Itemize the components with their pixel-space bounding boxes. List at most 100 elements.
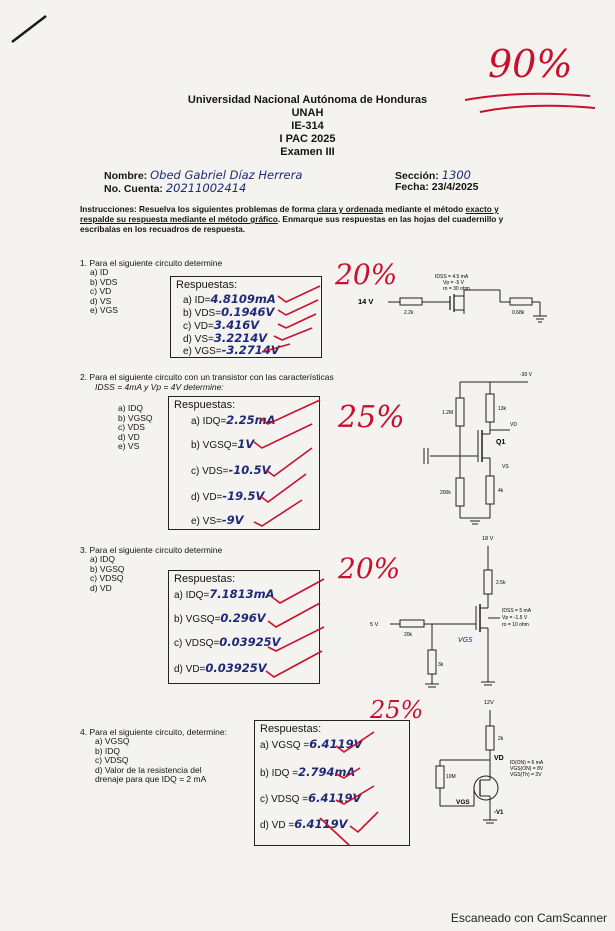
instructions-suffix: . Enmarque sus respuestas en las hojas d… [80,214,504,234]
answer-label: b) VGSQ= [191,440,238,451]
answer-value: 1V [237,437,255,451]
circuit-3: 18 V 5 V 20k 2.5k 3k IDSS = 5 mA Vp = -1… [370,536,532,688]
circuit-3-rg: 20k [404,632,413,638]
answer-label: b) VDS= [183,308,222,319]
circuit-4-vd: VD [494,755,504,762]
name-value: Obed Gabriel Díaz Herrera [150,168,303,182]
answer-value: -9V [221,513,244,527]
circuit-3-vin: 5 V [370,622,379,628]
period: I PAC 2025 [279,133,336,145]
check-marks-4 [319,731,379,847]
answer-label: a) VGSQ = [260,740,310,751]
instructions-prefix: Instrucciones: Resuelva los siguientes p… [80,204,317,214]
answer-3b: b) VGSQ=0.296V [174,611,266,625]
circuit-4-spec: VGS(Th) = 3V [510,772,542,778]
answer-box-2: Respuestas: a) IDQ=2.25mA b) VGSQ=1V c) … [168,396,320,530]
question-4-items: a) VGSQ b) IDQ c) VDSQ d) Valor de la re… [95,736,207,785]
question-4-text: 4. Para el siguiente circuito, determine… [80,727,227,737]
circuit-1-spec: IDSS = 4.5 mA [435,274,469,280]
circuit-4-rg: 10M [446,774,456,780]
answer-label: e) VGS= [183,346,222,357]
circuit-2-rs: 4k [498,488,504,494]
answer-value: 6.4119V [309,737,363,751]
question-1-text: 1. Para el siguiente circuito determine [80,258,223,268]
question-3-grade: 20% [338,552,401,585]
answer-value: -19.5V [222,489,265,503]
answer-label: e) VS= [191,516,222,527]
university-name: Universidad Nacional Autónoma de Hondura… [187,94,428,106]
circuit-3-spec: IDSS = 5 mA [502,608,532,614]
answer-value: 2.794mA [298,765,356,779]
answer-label: b) IDQ = [260,768,299,779]
answer-value: 6.4119V [294,817,348,831]
circuit-3-rd: 2.5k [496,580,506,586]
list-item: b) IDQ [95,745,121,756]
circuit-2-r2: 200k [440,490,451,496]
answer-1e: e) VGS=-3.2714V [183,343,280,357]
answer-1a: a) ID=4.8109mA [183,292,276,306]
answer-label: a) IDQ= [174,590,210,601]
answer-value: 3.416V [213,318,260,332]
answer-value: 0.03925V [205,661,267,675]
list-item: c) VDS [118,422,145,432]
list-item: a) IDQ [90,554,116,564]
question-2-text: 2. Para el siguiente circuito con un tra… [80,372,334,382]
circuit-2-vdd: -30 V [520,372,533,378]
circuit-2-vs: VS [502,464,509,470]
answer-label: d) VD= [191,492,223,503]
answer-value: 0.296V [220,611,266,625]
answer-value: 3.2214V [213,331,268,345]
circuit-4-vs: -V1 [494,810,504,816]
list-item: drenaje para que IDQ = 2 mA [95,774,207,784]
answer-value: 4.8109mA [210,292,276,306]
answer-2e: e) VS=-9V [191,513,244,527]
answer-4a: a) VGSQ =6.4119V [260,737,362,751]
account-value: 20211002414 [165,181,247,195]
answer-label: d) VD = [260,820,295,831]
circuit-4: 12V 2k 10M VD ID(ON) = 6 mA VGS(ON) = 8V… [435,700,544,824]
list-item: d) VD [118,431,140,442]
answer-2a: a) IDQ=2.25mA [191,413,276,427]
check-marks-2 [253,399,321,527]
answer-4d: d) VD =6.4119V [260,817,347,831]
circuit-1: 14 V 2.2k 0.68k IDSS = 4.5 mA Vp = -5 V … [358,274,547,323]
answer-3c: c) VDSQ=0.03925V [174,635,281,649]
answer-3d: d) VD=0.03925V [174,661,267,675]
instructions-underline-1: clara y ordenada [317,204,383,214]
answer-box-3: Respuestas: a) IDQ=7.1813mA b) VGSQ=0.29… [168,570,320,684]
scanner-watermark: Escaneado con CamScanner [450,911,607,925]
question-3-text: 3. Para el siguiente circuito determine [80,545,223,555]
circuit-2-rd: 13k [498,406,507,412]
grade-underline [464,92,596,113]
list-item: c) VDSQ [90,573,124,583]
circuit-3-spec: Vp = -1.5 V [502,615,528,621]
circuit-4-rd: 2k [498,736,504,742]
answer-label: d) VS= [183,334,214,345]
name-label: Nombre: [104,170,148,182]
answer-value: -10.5V [228,463,271,477]
list-item: a) VGSQ [95,736,130,746]
answer-1d: d) VS=3.2214V [183,331,267,345]
circuit-1-r2: 0.68k [512,310,525,316]
circuit-1-spec: Vp = -5 V [443,280,465,286]
pen-stroke-mark [11,15,47,43]
list-item: b) VGSQ [90,563,125,574]
answer-label: c) VD= [183,321,214,332]
answer-box-1: Respuestas: a) ID=4.8109mA b) VDS=0.1946… [170,276,322,358]
answer-value: 2.25mA [226,413,276,427]
answer-label: a) ID= [183,295,211,306]
question-2-items: a) IDQ b) VGSQ c) VDS d) VD e) VS [118,403,152,452]
circuit-1-r1: 2.2k [404,310,414,316]
exam-title: Examen III [280,146,335,158]
circuit-2: -30 V 1.2M 200k 13k 4k Q1 VD VS [423,372,533,525]
list-item: e) VS [118,441,140,451]
circuit-2-r1: 1.2M [442,410,453,416]
circuit-1-spec: ro = 30 ohm [443,286,470,292]
answer-value: -3.2714V [221,343,280,357]
question-3-items: a) IDQ b) VGSQ c) VDSQ d) VD [90,554,125,593]
answer-label: c) VDSQ = [260,794,309,805]
answer-value: 7.1813mA [209,587,275,601]
question-4-grade: 25% [370,696,424,724]
answer-label: c) VDSQ= [174,638,220,649]
circuit-3-vgs: VGS [458,636,473,644]
